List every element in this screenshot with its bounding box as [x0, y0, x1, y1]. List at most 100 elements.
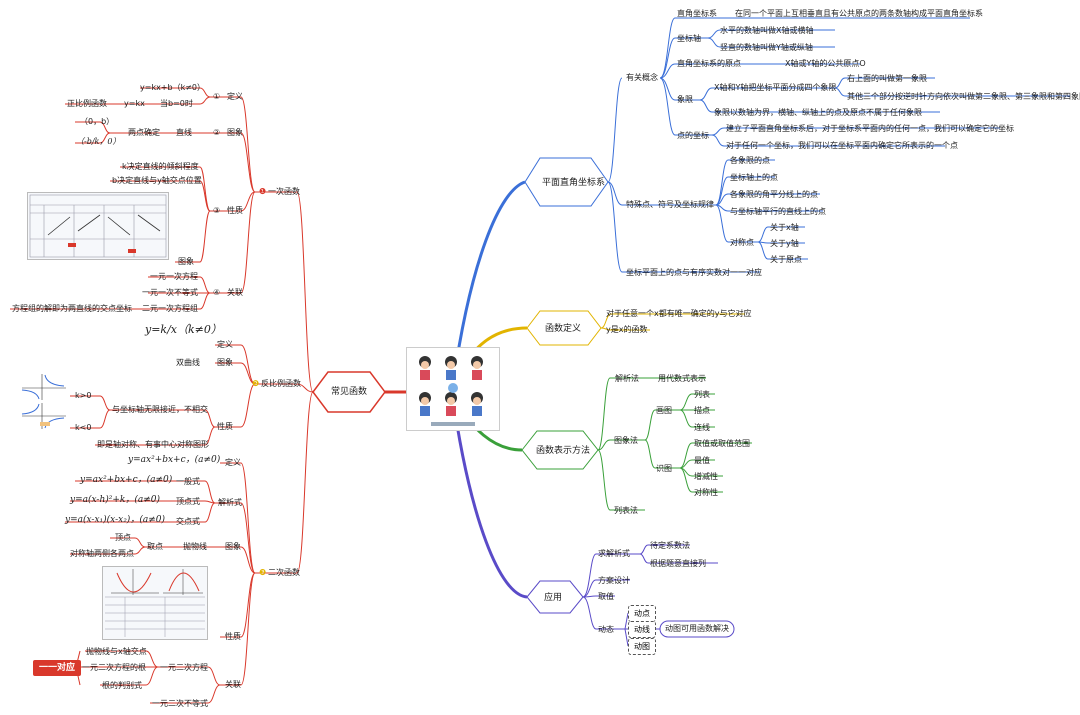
read-label: 识图 — [656, 464, 672, 473]
inverse-graph: 图象 — [217, 358, 233, 367]
sym-label: 对称点 — [730, 238, 754, 247]
linear-pt1: （0，b） — [80, 117, 115, 126]
read-1: 取值或取值范围 — [694, 439, 750, 448]
draw-2: 描点 — [694, 406, 710, 415]
sym-x: 关于x轴 — [770, 223, 799, 232]
inter-formula: y=a(x-x₁)(x-x₂)，(a≠0) — [65, 515, 165, 525]
take-points: 取点 — [147, 542, 163, 551]
rel-3-desc: 方程组的解即为两直线的交点坐标 — [12, 304, 132, 313]
def-hexagon — [526, 310, 602, 346]
linear-def: 定义 — [227, 92, 243, 101]
coord-hexagon — [524, 157, 609, 207]
quad-rel-2: 一元二次方程的根 — [82, 663, 146, 672]
linear-def-num: ① — [213, 92, 221, 101]
linear-graph-num: ② — [213, 128, 221, 137]
quad-prop: 性质 — [225, 632, 241, 641]
app-hexagon — [526, 580, 584, 614]
hyperbola-graph-image — [18, 372, 68, 430]
general-label: 一般式 — [176, 477, 200, 486]
quad-rel-3: 根的判别式 — [102, 681, 142, 690]
best-label: 取值 — [598, 592, 614, 601]
seek-2: 根据题意直接列 — [650, 559, 706, 568]
general-formula: y=ax²+bx+c，(a≠0) — [80, 475, 173, 485]
linear-line: 直线 — [176, 128, 192, 137]
proportional-cond: 当b=0时 — [160, 99, 193, 108]
rect-sys-desc: 在同一个平面上互相垂直且有公共原点的两条数轴构成平面直角坐标系 — [735, 9, 983, 18]
dyn-solve: 动图可用函数解决 — [665, 624, 729, 633]
axis-x-text: 水平的数轴叫做X轴或横轴 — [720, 26, 814, 35]
rep-hexagon — [521, 430, 599, 470]
sp-quadrant: 各象限的点 — [730, 156, 770, 165]
vertex-formula: y=a(x-h)²+k，(a≠0) — [70, 495, 161, 505]
inverse-sym: 即是轴对称、有事中心对称图形 — [97, 440, 209, 449]
def-line1: 对于任意一个x都有唯一确定的y与它对应 — [606, 309, 752, 318]
cartoon-kids-illustration — [406, 347, 500, 431]
linear-prop: 性质 — [227, 206, 243, 215]
k-negative: k<0 — [75, 423, 92, 432]
prop-k: k决定直线的倾斜程度 — [122, 162, 199, 171]
dyn-1-node: 动点 — [628, 605, 656, 622]
quad-rel: 关联 — [225, 680, 241, 689]
def-line2: y是x的函数 — [606, 325, 648, 334]
two-pts: 两点确定 — [128, 128, 160, 137]
sp-parallel: 与坐标轴平行的直线上的点 — [730, 207, 826, 216]
quad-rel-1: 抛物线与x轴交点 — [86, 647, 147, 656]
branch-coord — [450, 180, 526, 393]
dyn-3-node: 动图 — [628, 638, 656, 655]
linear-num: ❶ — [259, 187, 267, 196]
rect-sys-label: 直角坐标系 — [677, 9, 717, 18]
linear-title: 一次函数 — [268, 187, 300, 196]
axis-y-text: 竖直的数轴叫做Y轴或纵轴 — [720, 43, 813, 52]
inter-label: 交点式 — [176, 517, 200, 526]
branch-app — [450, 391, 528, 599]
inverse-def: 定义 — [217, 340, 233, 349]
quadrant-label: 象限 — [677, 95, 693, 104]
quad-expr: 解析式 — [218, 498, 242, 507]
origin-desc: X轴或Y轴的公共原点O — [785, 59, 866, 68]
quad-def-formula: y=ax²+bx+c，(a≠0) — [128, 455, 221, 465]
linear-rel-num: ④ — [213, 288, 221, 297]
sym-o: 关于原点 — [770, 255, 802, 264]
vertex-point: 顶点 — [115, 533, 131, 542]
dyn-label: 动态 — [598, 625, 614, 634]
table-method: 列表法 — [614, 506, 638, 515]
read-4: 对称性 — [694, 488, 718, 497]
seek-1: 待定系数法 — [650, 541, 690, 550]
common-hexagon — [312, 371, 386, 413]
inverse-prop: 性质 — [217, 422, 233, 431]
origin-label: 直角坐标系的原点 — [677, 59, 741, 68]
point-1: 建立了平面直角坐标系后，对于坐标系平面内的任何一点，我们可以确定它的坐标 — [726, 124, 1014, 133]
proportional-label: 正比例函数 — [67, 99, 107, 108]
sym-y: 关于y轴 — [770, 239, 799, 248]
parabola-label: 抛物线 — [183, 542, 207, 551]
quad-num: ❸ — [259, 568, 267, 577]
rel-1: 一元一次方程 — [150, 272, 198, 281]
sym-points: 对称轴两侧各两点 — [70, 549, 134, 558]
plan-label: 方案设计 — [598, 576, 630, 585]
dyn-2-node: 动线 — [628, 621, 656, 638]
sp-axis: 坐标轴上的点 — [730, 173, 778, 182]
quadrant-others: 其他三个部分按逆时针方向依次叫做第二象限、第三象限和第四象限 — [847, 92, 1080, 101]
analytic-desc: 用代数式表示 — [658, 374, 706, 383]
rel-eq: 一元二次方程 — [160, 663, 208, 672]
proportional-formula: y=kx — [124, 99, 145, 108]
one-to-one: 坐标平面上的点与有序实数对一一对应 — [626, 268, 762, 277]
common-title: 常见函数 — [331, 387, 368, 397]
linear-prop-img: 图象 — [178, 257, 194, 266]
axis-label: 坐标轴 — [677, 34, 701, 43]
rel-ineq: 一元二次不等式 — [152, 699, 208, 708]
quad-prop-table-image — [102, 566, 208, 640]
seek-label: 求解析式 — [598, 549, 630, 558]
linear-rel: 关联 — [227, 288, 243, 297]
inverse-num: ❷ — [252, 379, 260, 388]
point-coord-label: 点的坐标 — [677, 131, 709, 140]
read-2: 最值 — [694, 456, 710, 465]
draw-1: 列表 — [694, 390, 710, 399]
sp-bisector: 各象限的角平分线上的点 — [730, 190, 818, 199]
def-title: 函数定义 — [545, 324, 582, 334]
draw-3: 连线 — [694, 423, 710, 432]
inverse-title: 反比例函数 — [261, 379, 301, 388]
analytic-label: 解析法 — [615, 374, 639, 383]
prop-b: b决定直线与y轴交点位置 — [112, 176, 202, 185]
